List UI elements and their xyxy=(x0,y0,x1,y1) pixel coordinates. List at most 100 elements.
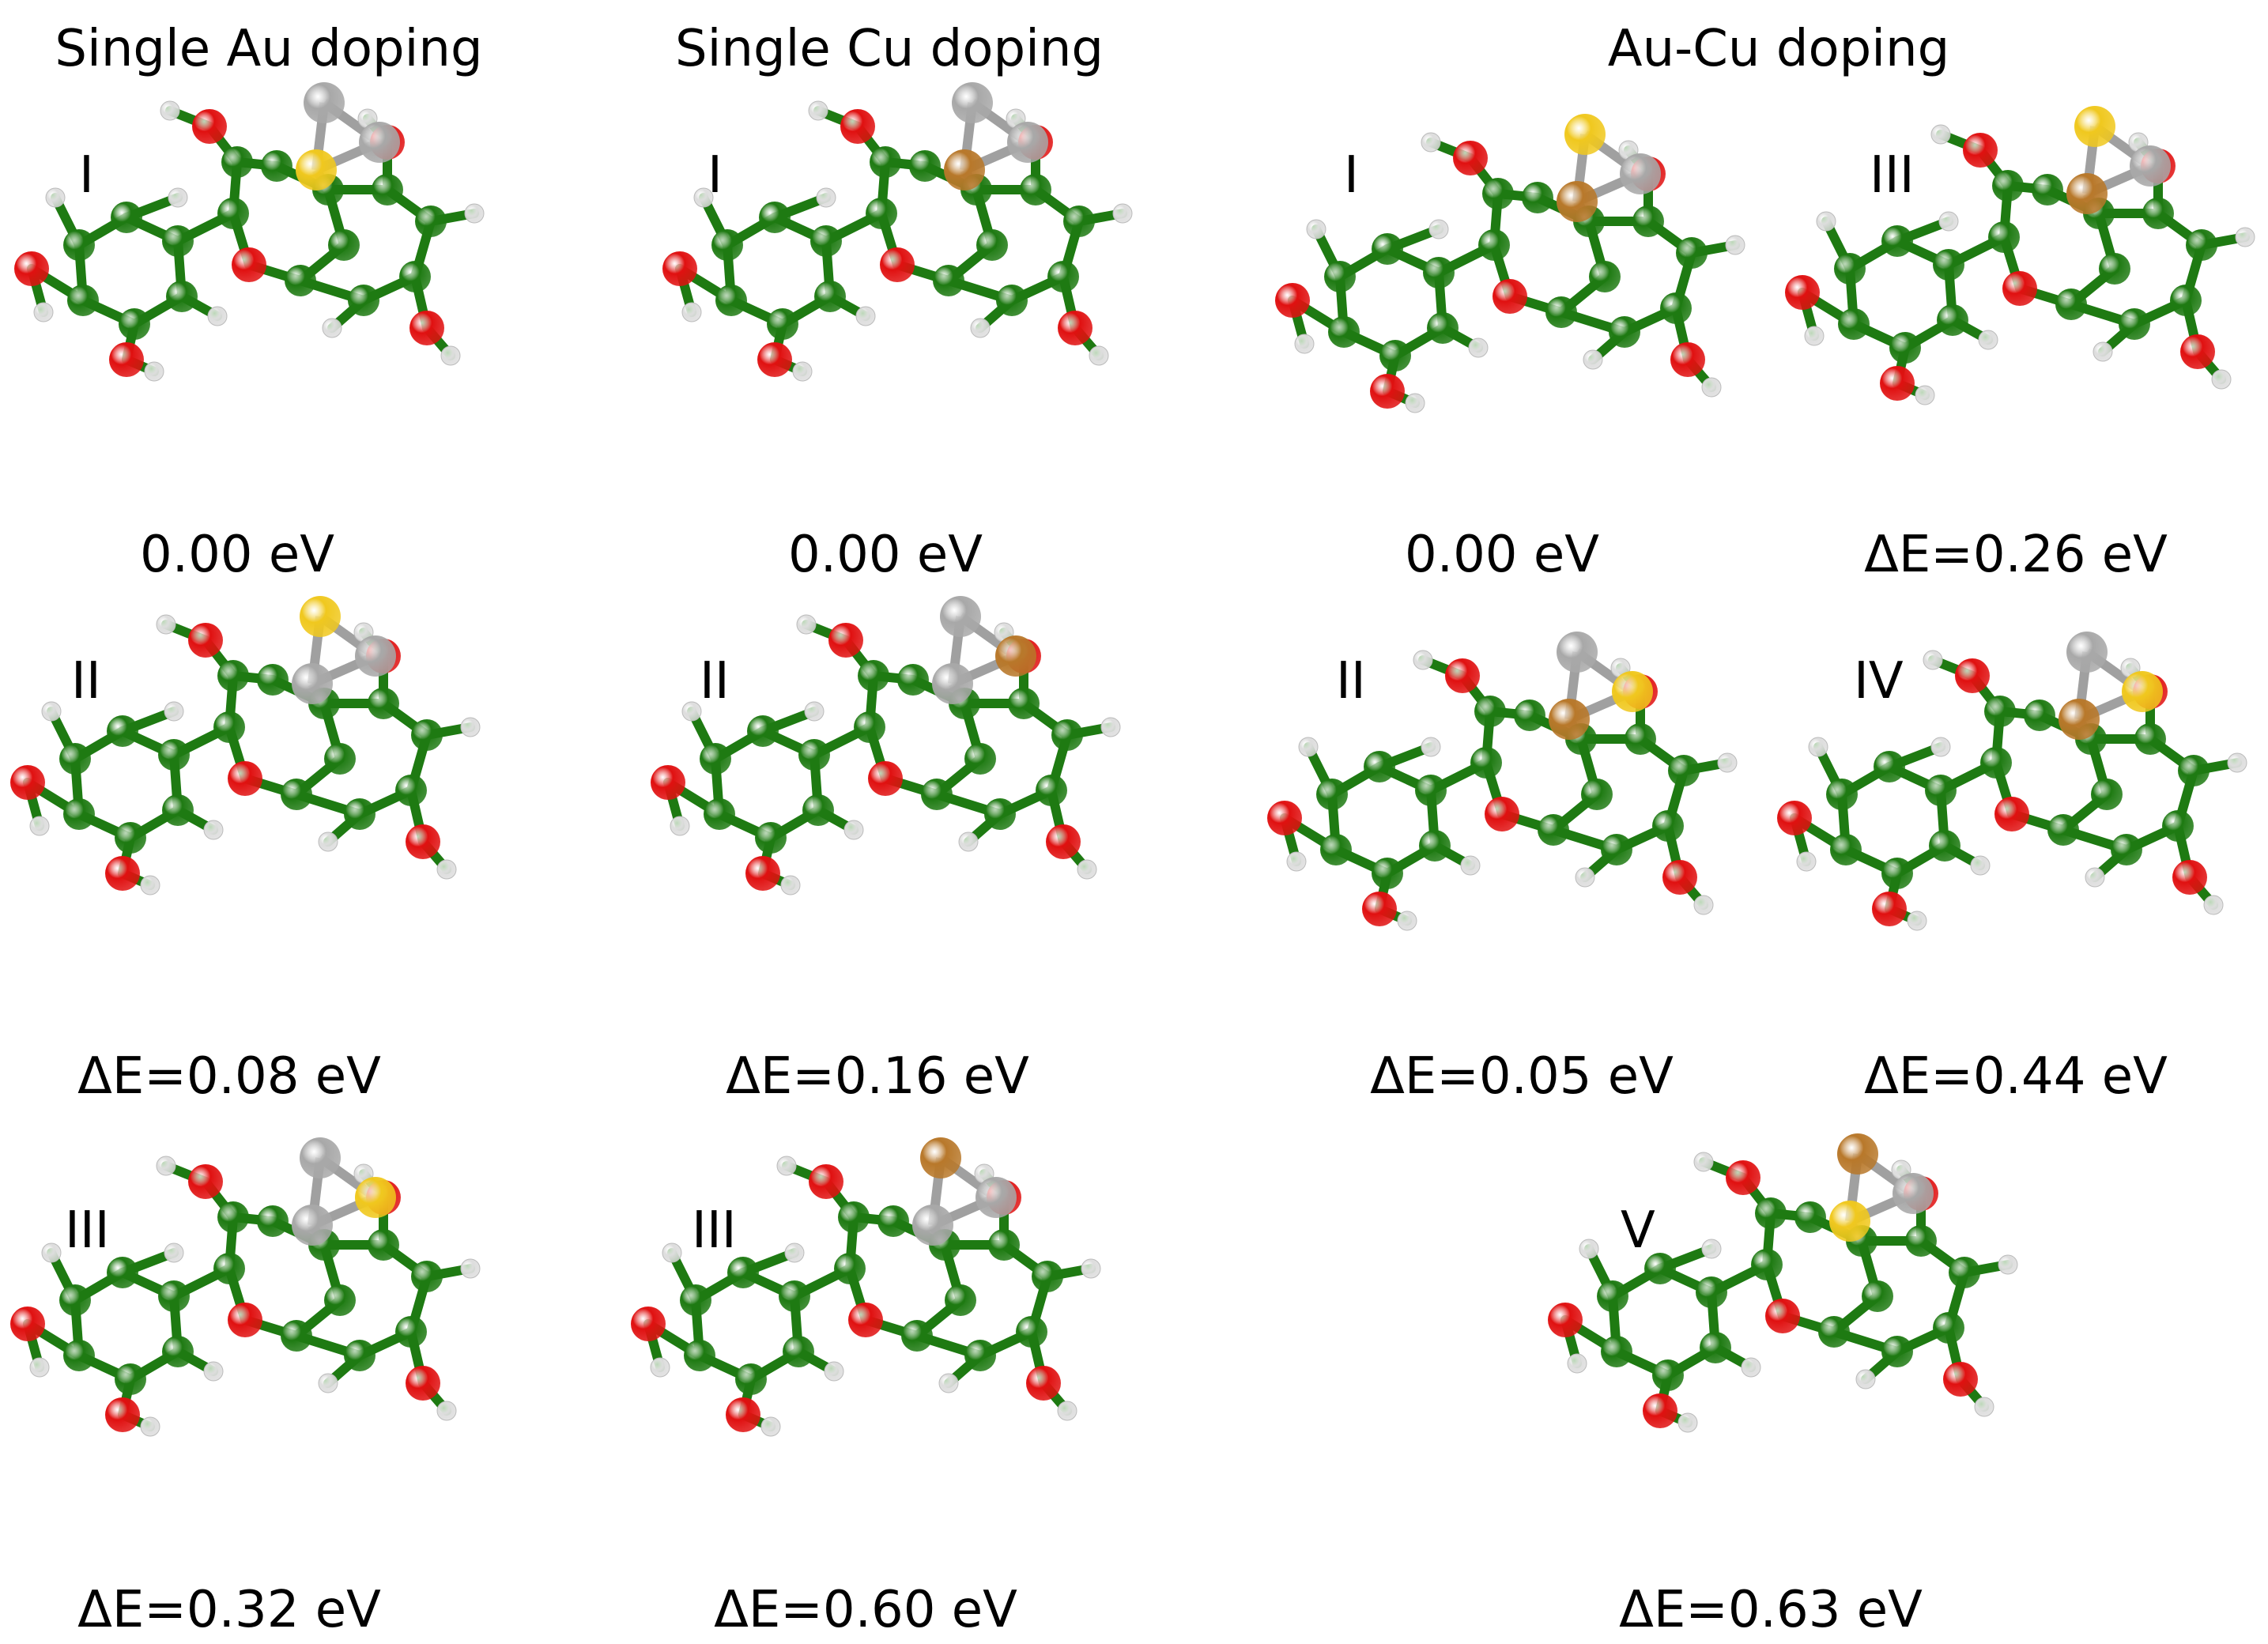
hydrogen-atom xyxy=(681,302,702,322)
column-title-single-au: Single Au doping xyxy=(55,20,483,78)
carbon-atom xyxy=(715,285,747,316)
carbon-atom xyxy=(115,1363,146,1395)
oxygen-atom xyxy=(2002,271,2037,306)
hydrogen-atom xyxy=(1907,911,1927,931)
energy-label: 0.00 eV xyxy=(788,526,983,584)
oxygen-atom xyxy=(1785,275,1820,310)
molecule-structure xyxy=(1267,632,1738,931)
carbon-atom xyxy=(1625,723,1656,755)
hydrogen-atom xyxy=(1428,219,1449,239)
carbon-atom xyxy=(348,285,379,316)
energy-label: ΔE=0.26 eV xyxy=(1864,526,2168,584)
molecule-structure xyxy=(651,596,1121,896)
carbon-atom xyxy=(411,719,443,751)
oxygen-atom xyxy=(1726,1160,1760,1195)
hydrogen-atom xyxy=(776,1156,797,1176)
carbon-atom xyxy=(1988,221,2020,253)
carbon-atom xyxy=(166,281,198,312)
carbon-atom xyxy=(945,1284,976,1316)
copper-atom xyxy=(1837,1133,1878,1175)
hydrogen-atom xyxy=(1405,393,1425,413)
hydrogen-atom xyxy=(318,1373,338,1393)
structure-label: II xyxy=(700,652,730,711)
carbon-atom xyxy=(1992,170,2024,202)
oxygen-atom xyxy=(1275,283,1310,318)
carbon-atom xyxy=(909,150,941,182)
structure-label: IV xyxy=(1854,652,1904,711)
carbon-atom xyxy=(767,308,798,340)
carbon-atom xyxy=(1652,1359,1684,1391)
carbon-atom xyxy=(2032,174,2063,206)
metal-atom xyxy=(940,596,981,637)
gold-atom xyxy=(2122,671,2163,712)
metal-atom xyxy=(2130,145,2171,187)
carbon-atom xyxy=(1372,233,1403,265)
carbon-atom xyxy=(281,1320,312,1352)
carbon-atom xyxy=(1601,1336,1632,1367)
carbon-atom xyxy=(59,1284,91,1316)
hydrogen-atom xyxy=(2203,895,2224,915)
carbon-atom xyxy=(1794,1201,1826,1233)
oxygen-atom xyxy=(1485,797,1519,831)
carbon-atom xyxy=(1755,1197,1787,1229)
hydrogen-atom xyxy=(808,100,828,121)
energy-label: ΔE=0.44 eV xyxy=(1864,1047,2168,1106)
hydrogen-atom xyxy=(1460,855,1481,876)
carbon-atom xyxy=(1696,1276,1727,1308)
gold-atom xyxy=(355,1177,396,1218)
carbon-atom xyxy=(257,1205,289,1237)
oxygen-atom xyxy=(14,251,49,286)
hydrogen-atom xyxy=(1930,737,1951,757)
hydrogen-atom xyxy=(1741,1357,1761,1378)
carbon-atom xyxy=(1984,696,2016,727)
carbon-atom xyxy=(1660,292,1692,324)
energy-label: ΔE=0.05 eV xyxy=(1370,1047,1674,1106)
carbon-atom xyxy=(1470,747,1502,779)
carbon-atom xyxy=(1589,261,1621,292)
metal-atom xyxy=(359,122,400,163)
carbon-atom xyxy=(1601,834,1632,865)
copper-atom xyxy=(1557,181,1598,222)
gold-atom xyxy=(1564,114,1606,155)
oxygen-atom xyxy=(406,824,440,859)
hydrogen-atom xyxy=(1298,737,1319,757)
hydrogen-atom xyxy=(140,1416,160,1437)
carbon-atom xyxy=(63,229,95,261)
hydrogen-atom xyxy=(1397,911,1417,931)
carbon-atom xyxy=(1036,775,1067,806)
hydrogen-atom xyxy=(1816,211,1836,232)
hydrogen-atom xyxy=(1057,1401,1077,1421)
molecule-structure xyxy=(14,82,485,382)
carbon-atom xyxy=(221,146,253,178)
carbon-atom xyxy=(700,743,731,775)
carbon-atom xyxy=(1419,830,1451,862)
molecule-structure xyxy=(1777,632,2247,931)
carbon-atom xyxy=(1320,834,1352,865)
hydrogen-atom xyxy=(164,1242,184,1263)
carbon-atom xyxy=(1609,316,1640,348)
oxygen-atom xyxy=(228,1303,262,1337)
metal-atom xyxy=(1007,122,1048,163)
carbon-atom xyxy=(1874,751,1905,782)
hydrogen-atom xyxy=(41,701,62,722)
carbon-atom xyxy=(1008,688,1040,719)
structure-label: III xyxy=(1870,146,1915,205)
carbon-atom xyxy=(1415,775,1447,806)
oxygen-atom xyxy=(1046,824,1081,859)
hydrogen-atom xyxy=(436,859,457,880)
column-title-single-cu: Single Cu doping xyxy=(674,20,1104,78)
carbon-atom xyxy=(1644,1253,1676,1284)
hydrogen-atom xyxy=(2085,867,2105,888)
oxygen-atom xyxy=(1548,1303,1583,1337)
carbon-atom xyxy=(1514,699,1545,731)
carbon-atom xyxy=(2099,253,2130,285)
carbon-atom xyxy=(1700,1332,1731,1363)
carbon-atom xyxy=(996,285,1028,316)
carbon-atom xyxy=(838,1201,870,1233)
carbon-atom xyxy=(1881,858,1913,889)
oxygen-atom xyxy=(188,1164,223,1199)
oxygen-atom xyxy=(109,342,144,377)
hydrogen-atom xyxy=(440,345,461,366)
oxygen-atom xyxy=(10,1307,45,1341)
carbon-atom xyxy=(1545,296,1577,328)
